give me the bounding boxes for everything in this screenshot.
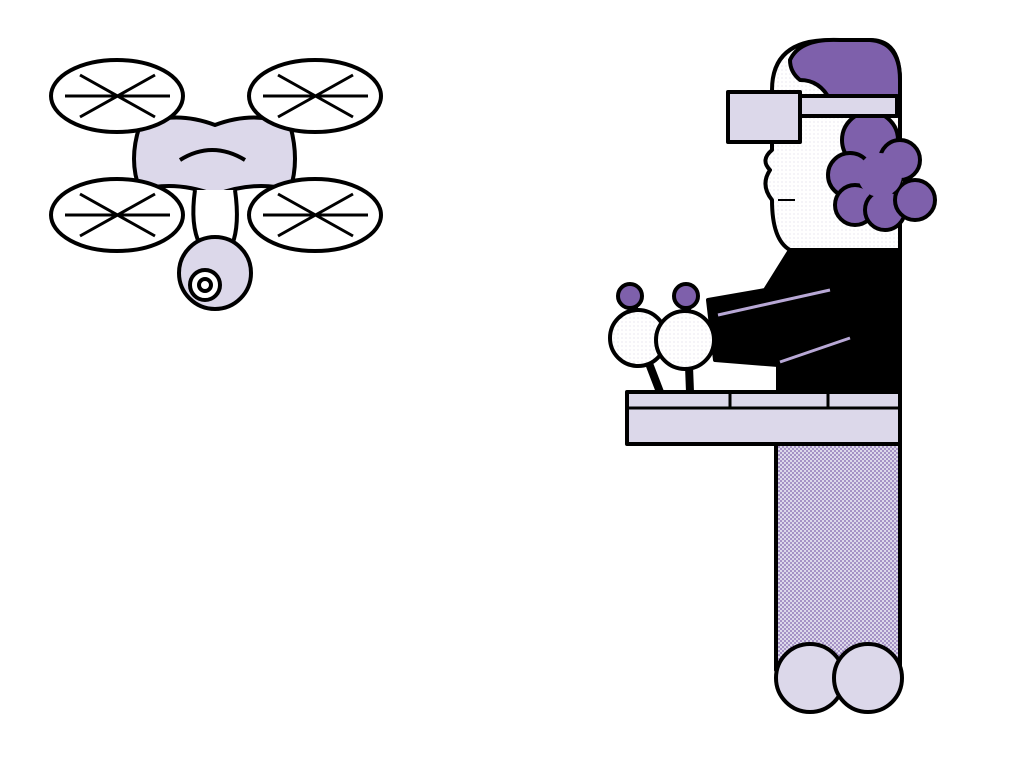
torso	[706, 248, 902, 397]
foot-right	[832, 642, 904, 714]
controller-panel-lines	[627, 392, 900, 410]
hand-right	[654, 309, 716, 371]
joystick-knob-left	[616, 282, 644, 310]
blades-back-left	[65, 192, 170, 238]
goggle-strap	[798, 94, 899, 118]
arm-lines	[717, 288, 851, 364]
camera-lens-inner	[197, 277, 213, 293]
joystick-knob-right	[672, 282, 700, 310]
hair-curl	[858, 153, 902, 197]
blades-back-right	[263, 192, 368, 238]
propeller-blades	[65, 73, 368, 238]
drone-icon	[49, 58, 383, 311]
blades-front-right	[263, 73, 368, 119]
hair-curls	[826, 110, 937, 232]
blades-front-left	[65, 73, 170, 119]
remote-controller-icon	[625, 390, 902, 446]
drone-body	[132, 115, 297, 197]
drone-body-mark	[178, 148, 247, 162]
pilot-icon	[608, 37, 937, 714]
vr-goggles-icon	[726, 90, 802, 144]
hair-curl	[893, 178, 937, 222]
hair-top	[788, 37, 902, 102]
